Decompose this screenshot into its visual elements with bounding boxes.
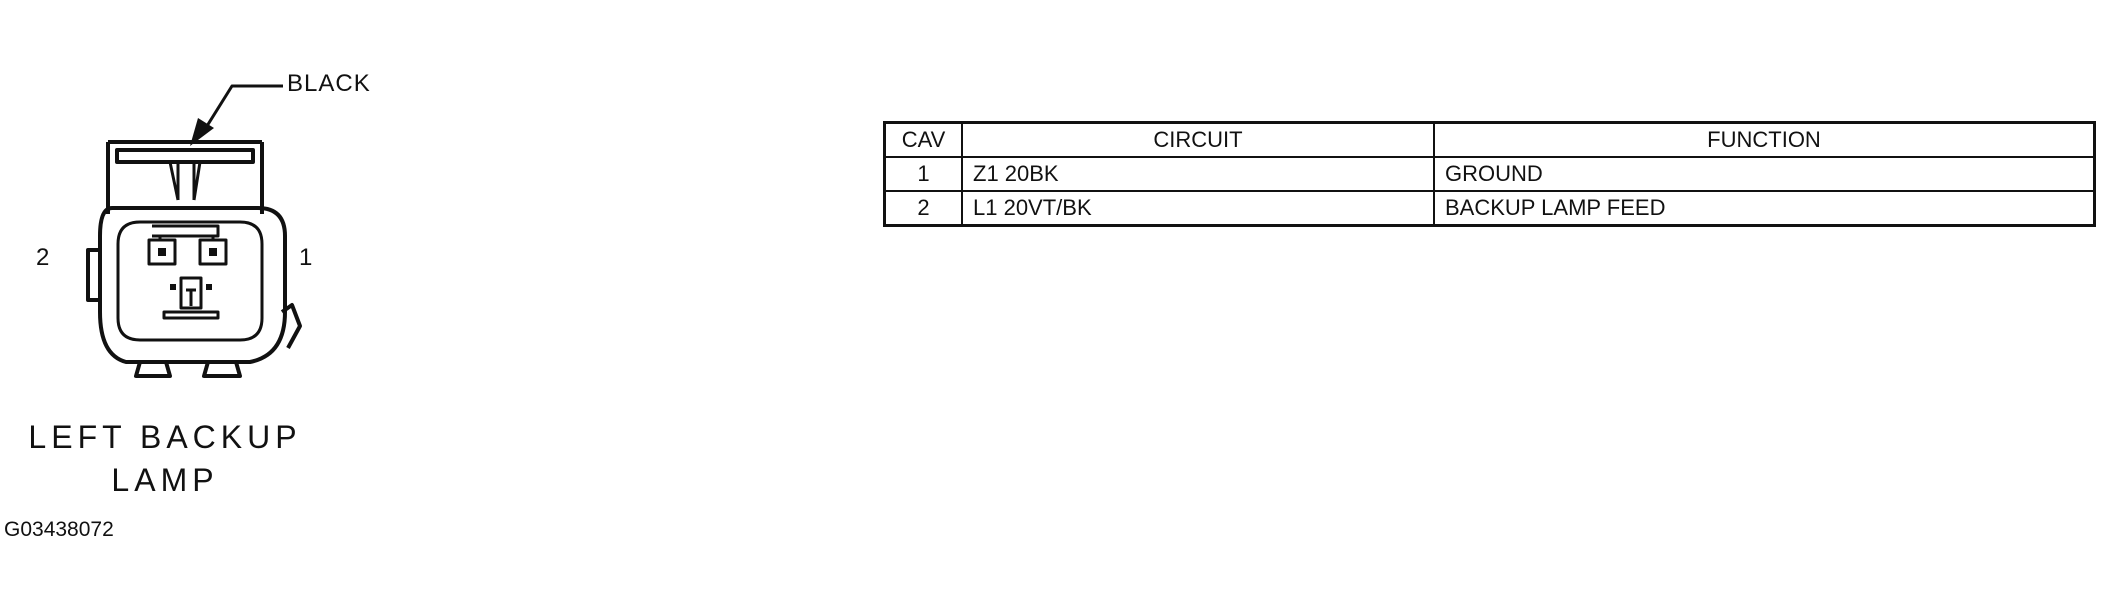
cell-cav: 2	[883, 190, 963, 227]
cell-cav: 1	[883, 156, 963, 192]
table-row: 2 L1 20VT/BK BACKUP LAMP FEED	[883, 190, 2096, 227]
key-base	[162, 310, 220, 320]
table-row: 1 Z1 20BK GROUND	[883, 156, 2096, 192]
connector-name: LEFT BACKUP LAMP	[20, 416, 310, 502]
connector-face-drawing	[86, 84, 302, 378]
connector-outer-body	[98, 206, 287, 364]
key-box	[179, 276, 203, 310]
latch-housing	[106, 140, 264, 214]
right-latch	[280, 303, 302, 349]
bottom-foot-left	[134, 361, 172, 378]
header-function: FUNCTION	[1433, 121, 2096, 158]
cell-circuit: Z1 20BK	[961, 156, 1435, 192]
cavity-2	[147, 238, 177, 266]
cavity-1-pin	[209, 248, 217, 256]
connector-name-line2: LAMP	[111, 462, 219, 498]
cavity-dividers	[158, 236, 215, 240]
callout-arrowhead	[190, 118, 214, 146]
connector-name-line1: LEFT BACKUP	[28, 419, 302, 455]
cell-function: GROUND	[1433, 156, 2096, 192]
left-side-tab	[86, 248, 100, 302]
latch-tab	[168, 161, 202, 201]
callout-leader-line	[200, 84, 283, 135]
bottom-foot-right	[202, 361, 242, 378]
header-cav: CAV	[883, 121, 963, 158]
cell-function: BACKUP LAMP FEED	[1433, 190, 2096, 227]
table-header-row: CAV CIRCUIT FUNCTION	[883, 121, 2096, 158]
connector-inner-face	[116, 220, 264, 342]
pinout-table: CAV CIRCUIT FUNCTION 1 Z1 20BK GROUND 2 …	[883, 121, 2096, 227]
pin-number-right: 1	[299, 244, 313, 271]
latch-bar	[115, 148, 255, 164]
cavity-bridge	[152, 224, 220, 238]
figure-id: G03438072	[4, 518, 114, 541]
cavity-2-pin	[158, 248, 166, 256]
key-dot-left	[170, 284, 176, 290]
connector-color-label: BLACK	[287, 70, 371, 97]
key-stem	[186, 288, 196, 306]
pin-number-left: 2	[36, 244, 50, 271]
cell-circuit: L1 20VT/BK	[961, 190, 1435, 227]
key-dot-right	[206, 284, 212, 290]
header-circuit: CIRCUIT	[961, 121, 1435, 158]
